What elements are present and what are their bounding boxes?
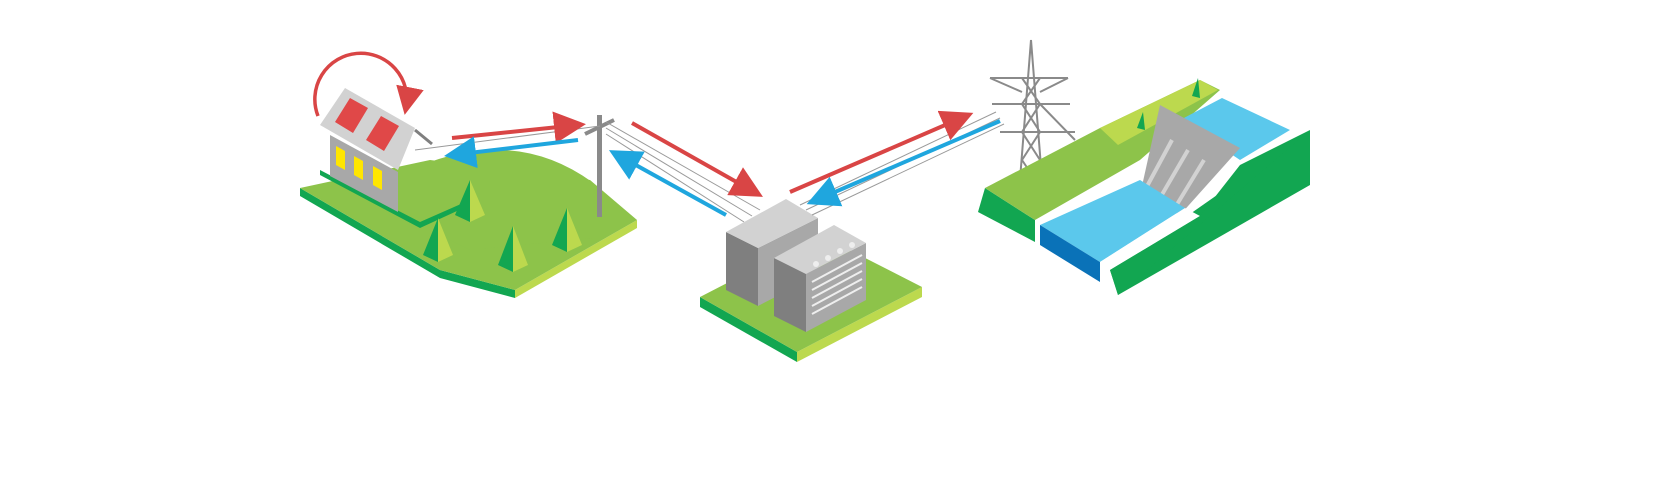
trees [423,180,582,272]
flow-arrows [444,110,1001,217]
cycle-arrow-icon [313,51,424,117]
solar-panel [366,116,399,151]
arrow-blue-substation-to-pole [609,150,727,217]
house-with-solar-panels [313,51,433,212]
arrow-red-house-to-pole [451,111,586,144]
solar-panel [335,98,368,133]
arrow-blue-tower-to-substation [806,119,1001,207]
windows [336,146,382,190]
dam-island [978,78,1310,295]
arrow-red-pole-to-substation [631,121,763,197]
hill [430,149,592,250]
arrow-blue-pole-to-house [444,136,579,169]
house-island [300,149,637,298]
substation-buildings [726,199,866,332]
spillways [1143,139,1206,208]
